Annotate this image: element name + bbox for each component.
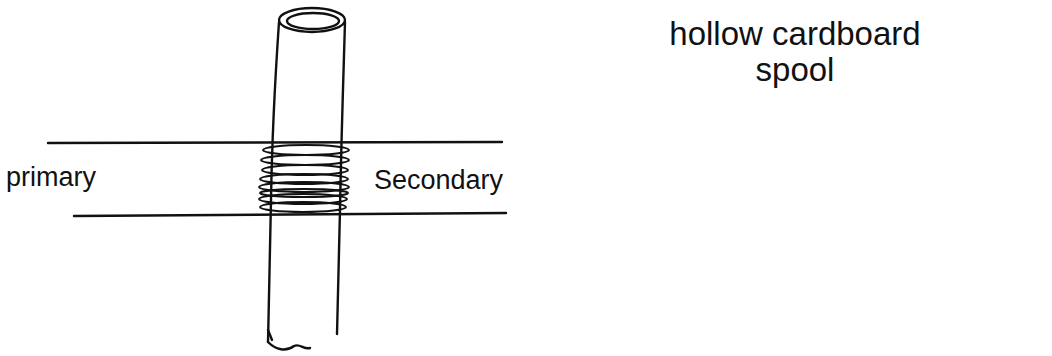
upper-wire	[48, 142, 502, 143]
coil-windings	[259, 145, 349, 212]
coil-turn	[263, 145, 349, 155]
winding-name: primary	[6, 163, 96, 193]
tube-bottom	[268, 342, 310, 349]
coil-turn	[261, 155, 349, 165]
tube-bottom-tear	[268, 330, 272, 340]
coil-turn	[260, 202, 346, 212]
tube-rim-outer	[279, 8, 345, 32]
tube-rim-inner	[287, 13, 339, 29]
tube-side-right	[337, 22, 345, 334]
winding-name: Secondary	[374, 166, 503, 196]
part-name: hollow cardboard spool	[630, 16, 960, 89]
lower-wire	[74, 213, 506, 216]
